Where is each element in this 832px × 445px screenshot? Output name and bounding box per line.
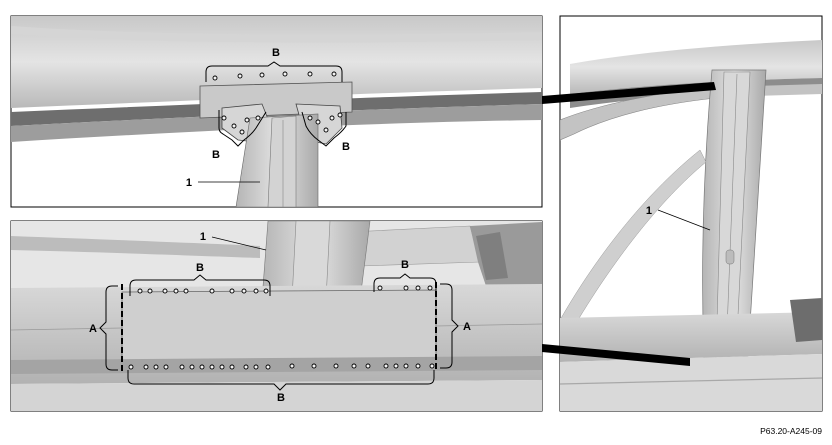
zoom-connectors	[542, 82, 716, 366]
label-a-right: A	[463, 321, 471, 333]
weld-spots-sill-bottom	[128, 363, 435, 370]
panel-roof-detail: B B B 1	[10, 15, 543, 208]
label-part-1-sill: 1	[200, 231, 206, 243]
label-part-1-top: 1	[186, 177, 192, 189]
weld-spots-sill-top	[137, 285, 433, 294]
weld-spots-roof	[212, 71, 343, 135]
label-part-1-overview: 1	[646, 205, 652, 217]
figure-code: P63.20-A245-09	[760, 426, 822, 436]
label-b-sill-bottom: B	[277, 392, 285, 404]
label-a-left: A	[89, 323, 97, 335]
label-b-sill-right: B	[401, 259, 409, 271]
panel-b-pillar-overview: 1	[559, 15, 823, 412]
label-b-roof-left: B	[212, 149, 220, 161]
label-b-sill-left: B	[196, 262, 204, 274]
label-b-roof-right: B	[342, 141, 350, 153]
label-b-roof-top: B	[272, 47, 280, 59]
panel-sill-detail: B B B A A 1	[10, 220, 543, 412]
